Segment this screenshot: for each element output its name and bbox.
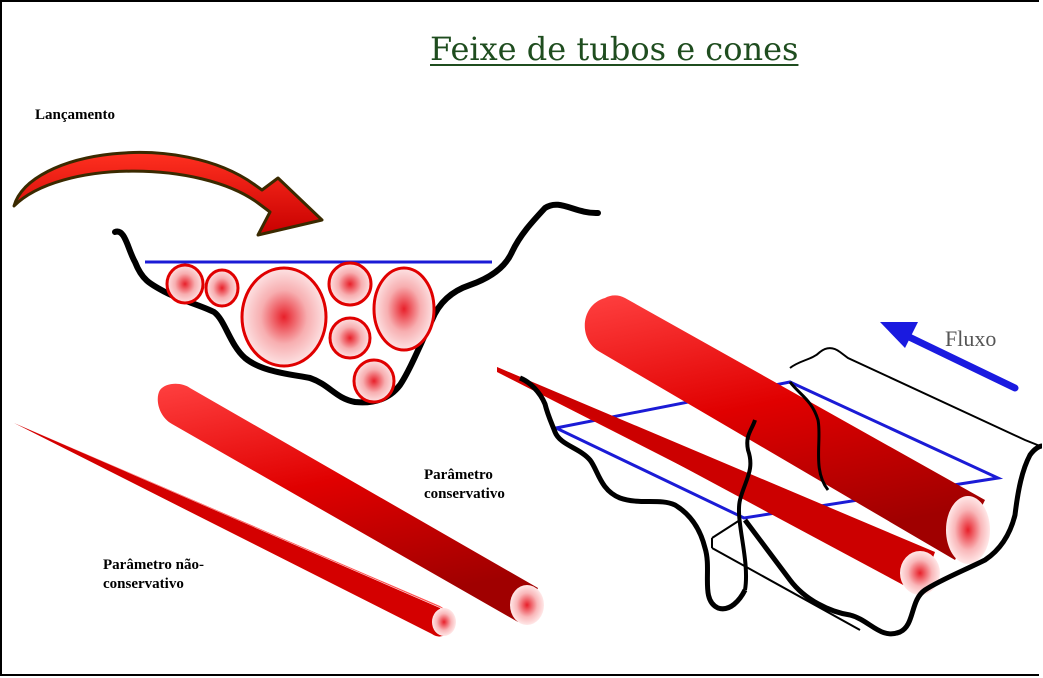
channel-3d-view xyxy=(497,295,1042,634)
tube-end xyxy=(900,551,940,595)
tube-end xyxy=(946,496,990,564)
tube-section xyxy=(374,268,434,350)
channel-cross-section xyxy=(115,205,598,403)
release-arrow-icon xyxy=(14,152,322,235)
tube-section xyxy=(329,263,371,305)
channel-rail xyxy=(712,548,860,630)
tube-section xyxy=(206,270,238,306)
channel-rail xyxy=(712,520,740,538)
tube-section xyxy=(167,265,203,303)
tube-section xyxy=(242,268,326,366)
flow-arrow-icon xyxy=(880,322,1015,388)
cone-end xyxy=(432,608,456,636)
tube-section xyxy=(354,360,394,402)
tube-section xyxy=(330,318,370,358)
tube-end xyxy=(510,585,544,625)
